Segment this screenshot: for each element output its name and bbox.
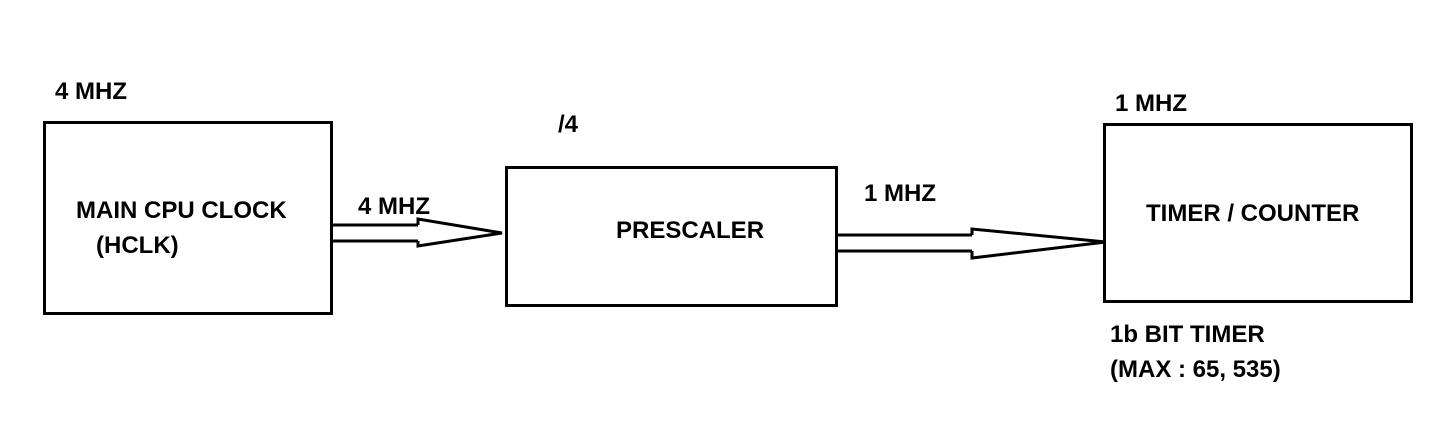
prescaler-label: PRESCALER [616, 217, 765, 244]
timer-counter-label: TIMER / COUNTER [1146, 200, 1360, 227]
timer-counter-box: TIMER / COUNTER [1103, 123, 1413, 303]
hclk-label: (HCLK) [96, 232, 179, 259]
arrow-prescaler-to-timer [838, 227, 1107, 260]
arrow-cpu-to-prescaler [332, 217, 503, 248]
main-cpu-clock-box: MAIN CPU CLOCK (HCLK) [43, 121, 333, 315]
arrow-cpu-frequency-label: 4 MHZ [358, 193, 430, 220]
cpu-input-frequency-label: 4 MHZ [55, 78, 127, 105]
prescaler-box: PRESCALER [505, 166, 838, 307]
timer-input-frequency-label: 1 MHZ [1115, 90, 1187, 117]
timer-bit-width-label: 1b BIT TIMER [1110, 321, 1265, 348]
main-cpu-clock-label: MAIN CPU CLOCK [76, 197, 287, 224]
timer-max-value-label: (MAX : 65, 535) [1110, 356, 1281, 383]
arrow-prescaler-frequency-label: 1 MHZ [864, 180, 936, 207]
prescaler-divider-label: /4 [558, 111, 579, 138]
